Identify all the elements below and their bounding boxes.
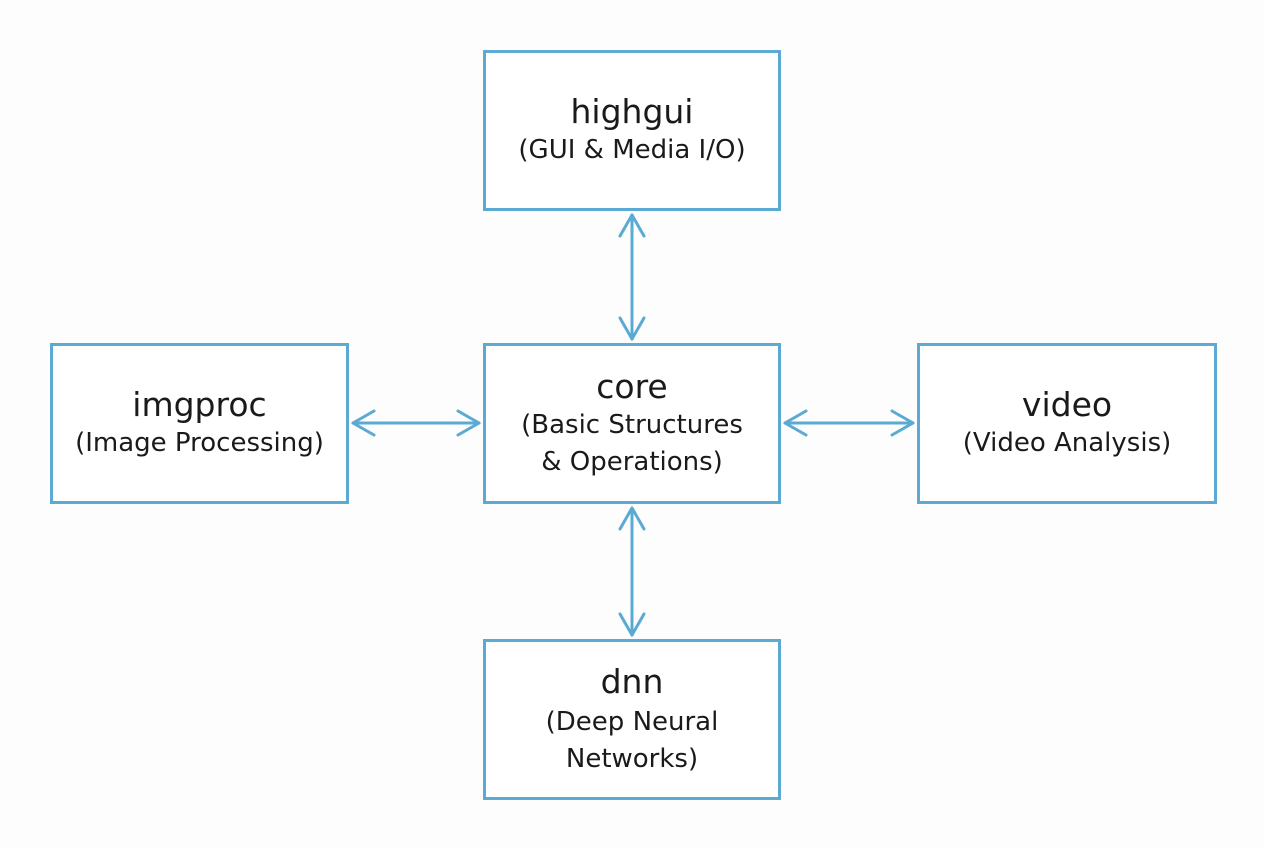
node-imgproc-name: imgproc	[132, 385, 267, 424]
node-dnn-name: dnn	[600, 661, 664, 701]
edge-core-imgproc	[351, 409, 481, 437]
node-core-desc-line2: & Operations)	[541, 446, 723, 477]
node-dnn[interactable]: dnn (Deep Neural Networks)	[483, 639, 781, 800]
node-core-desc-line1: (Basic Structures	[521, 409, 743, 440]
node-core[interactable]: core (Basic Structures & Operations)	[483, 343, 781, 504]
node-core-name: core	[596, 366, 668, 406]
node-video-desc: (Video Analysis)	[962, 428, 1172, 458]
edge-core-dnn	[618, 506, 646, 637]
edge-core-video	[783, 409, 915, 437]
node-highgui-desc: (GUI & Media I/O)	[518, 135, 746, 165]
edge-core-highgui	[618, 213, 646, 341]
node-dnn-desc-line1: (Deep Neural	[545, 706, 719, 737]
node-imgproc[interactable]: imgproc (Image Processing)	[50, 343, 349, 504]
node-highgui-name: highgui	[570, 92, 694, 131]
node-imgproc-desc: (Image Processing)	[75, 428, 324, 458]
node-video[interactable]: video (Video Analysis)	[917, 343, 1217, 504]
node-dnn-desc-line2: Networks)	[565, 743, 699, 774]
node-video-name: video	[1021, 385, 1113, 424]
node-highgui[interactable]: highgui (GUI & Media I/O)	[483, 50, 781, 211]
